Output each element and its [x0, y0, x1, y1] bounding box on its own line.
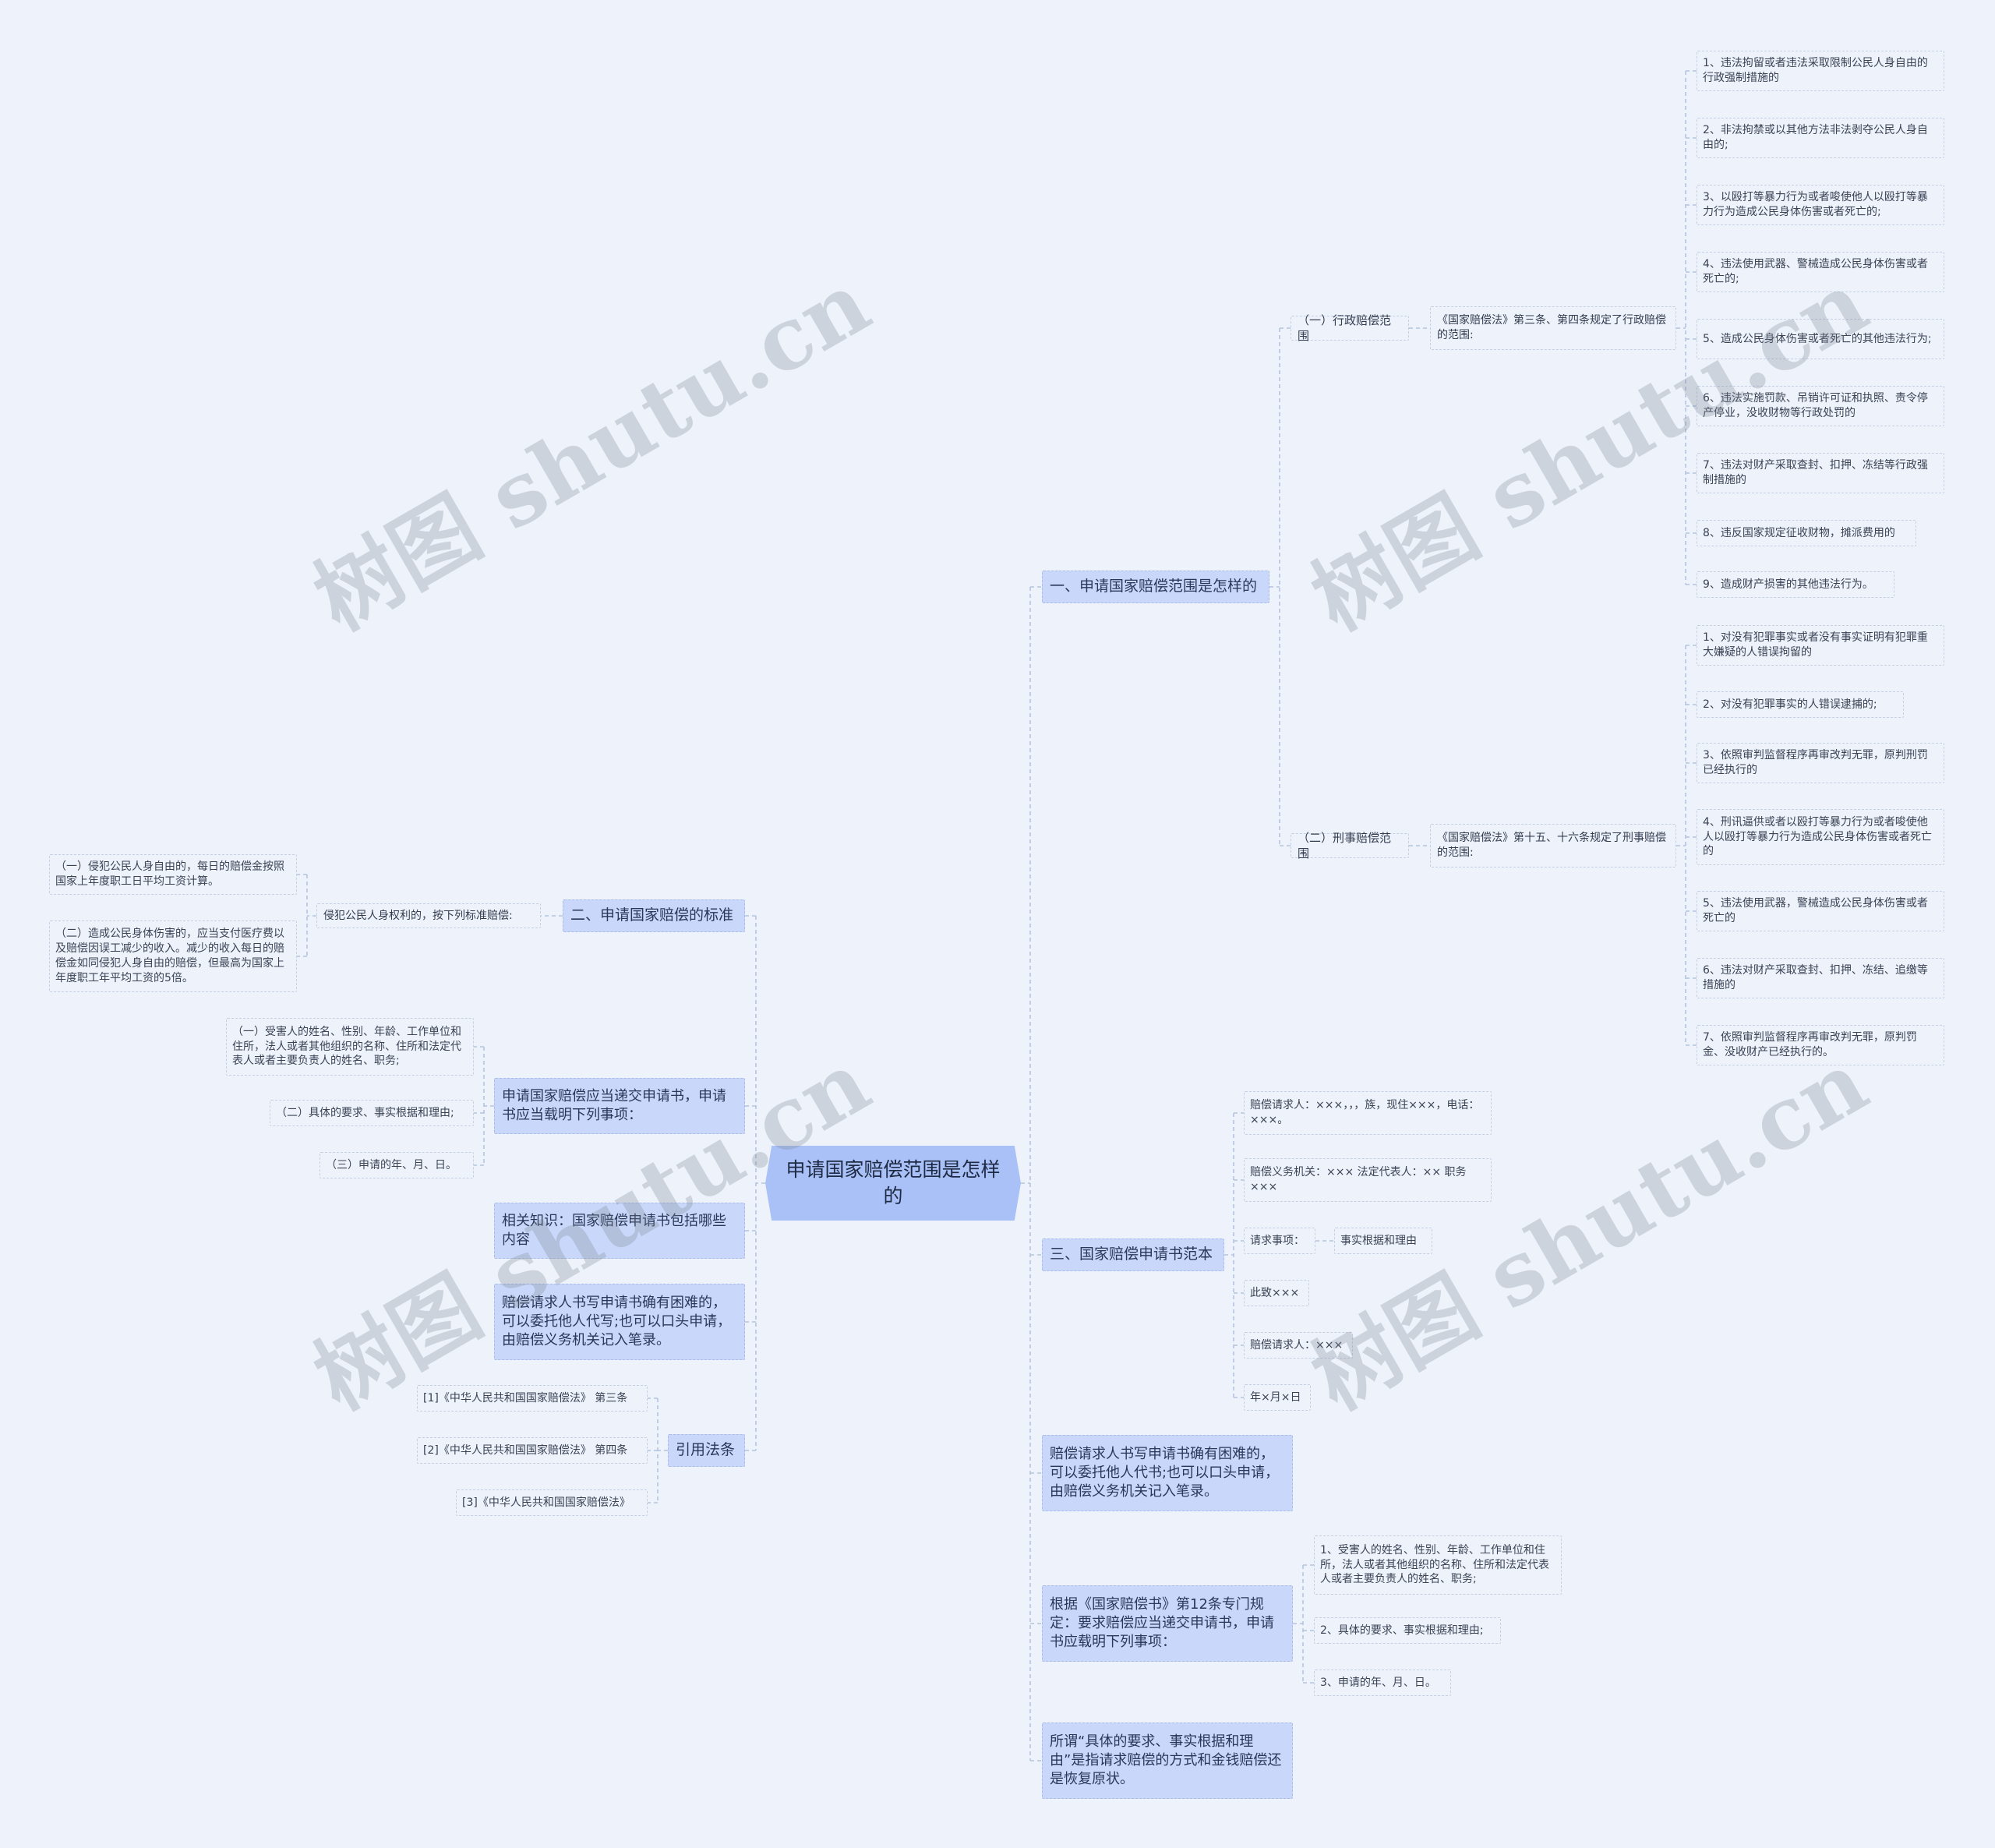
node-standard[interactable]: 二、申请国家赔偿的标准	[563, 899, 745, 932]
application-item[interactable]: （三）申请的年、月、日。	[320, 1152, 474, 1178]
template-item[interactable]: 赔偿请求人：×××	[1244, 1332, 1353, 1359]
criminal-item[interactable]: 2、对没有犯罪事实的人错误逮捕的;	[1697, 691, 1904, 718]
admin-item[interactable]: 8、违反国家规定征收财物，摊派费用的	[1697, 520, 1916, 546]
node-note-write-left[interactable]: 赔偿请求人书写申请书确有困难的，可以委托他人代写;也可以口头申请，由赔偿义务机关…	[494, 1284, 745, 1360]
criminal-item[interactable]: 5、违法使用武器，警械造成公民身体伤害或者死亡的	[1697, 891, 1944, 931]
citation-item[interactable]: [3]《中华人民共和国国家赔偿法》	[456, 1489, 648, 1516]
template-item[interactable]: 年×月×日	[1244, 1384, 1311, 1411]
node-admin-scope[interactable]: （一）行政赔偿范围	[1291, 313, 1409, 343]
criminal-item[interactable]: 7、依照审判监督程序再审改判无罪，原判罚金、没收财产已经执行的。	[1697, 1025, 1944, 1065]
template-item[interactable]: 此致×××	[1244, 1280, 1309, 1306]
admin-item[interactable]: 4、违法使用武器、警械造成公民身体伤害或者死亡的;	[1697, 252, 1944, 292]
admin-item[interactable]: 3、以殴打等暴力行为或者唆使他人以殴打等暴力行为造成公民身体伤害或者死亡的;	[1697, 185, 1944, 225]
node-criminal-scope[interactable]: （二）刑事赔偿范围	[1291, 831, 1409, 860]
template-item[interactable]: 赔偿义务机关：××× 法定代表人：×× 职务×××	[1244, 1158, 1492, 1202]
node-criminal-intro[interactable]: 《国家赔偿法》第十五、十六条规定了刑事赔偿的范围:	[1430, 824, 1676, 867]
standard-item[interactable]: （一）侵犯公民人身自由的，每日的赔偿金按照国家上年度职工日平均工资计算。	[49, 854, 297, 895]
article12-item[interactable]: 3、申请的年、月、日。	[1314, 1670, 1451, 1696]
criminal-item[interactable]: 1、对没有犯罪事实或者没有事实证明有犯罪重大嫌疑的人错误拘留的	[1697, 625, 1944, 666]
template-item[interactable]: 请求事项：	[1244, 1228, 1315, 1254]
admin-item[interactable]: 2、非法拘禁或以其他方法非法剥夺公民人身自由的;	[1697, 118, 1944, 158]
admin-item[interactable]: 1、违法拘留或者违法采取限制公民人身自由的行政强制措施的	[1697, 51, 1944, 91]
root-node[interactable]: 申请国家赔偿范围是怎样的	[765, 1146, 1021, 1221]
citation-item[interactable]: [2]《中华人民共和国国家赔偿法》 第四条	[417, 1437, 648, 1464]
article12-item[interactable]: 1、受害人的姓名、性别、年龄、工作单位和住所，法人或者其他组织的名称、住所和法定…	[1314, 1535, 1562, 1595]
node-template[interactable]: 三、国家赔偿申请书范本	[1042, 1238, 1224, 1271]
standard-item[interactable]: （二）造成公民身体伤害的，应当支付医疗费以及赔偿因误工减少的收入。减少的收入每日…	[49, 920, 297, 992]
template-request-child[interactable]: 事实根据和理由	[1334, 1228, 1432, 1254]
node-related[interactable]: 相关知识：国家赔偿申请书包括哪些内容	[494, 1203, 745, 1259]
criminal-item[interactable]: 6、违法对财产采取查封、扣押、冻结、追缴等措施的	[1697, 958, 1944, 998]
application-item[interactable]: （二）具体的要求、事实根据和理由;	[270, 1100, 474, 1126]
node-note-write-right[interactable]: 赔偿请求人书写申请书确有困难的，可以委托他人代书;也可以口头申请，由赔偿义务机关…	[1042, 1435, 1293, 1511]
node-note-meaning[interactable]: 所谓“具体的要求、事实根据和理由”是指请求赔偿的方式和金钱赔偿还是恢复原状。	[1042, 1723, 1293, 1799]
application-item[interactable]: （一）受害人的姓名、性别、年龄、工作单位和住所，法人或者其他组织的名称、住所和法…	[226, 1018, 474, 1076]
node-application[interactable]: 申请国家赔偿应当递交申请书，申请书应当载明下列事项：	[494, 1078, 745, 1134]
article12-item[interactable]: 2、具体的要求、事实根据和理由;	[1314, 1617, 1501, 1644]
node-scope[interactable]: 一、申请国家赔偿范围是怎样的	[1042, 571, 1269, 603]
node-admin-intro[interactable]: 《国家赔偿法》第三条、第四条规定了行政赔偿的范围:	[1430, 306, 1676, 350]
admin-item[interactable]: 6、违法实施罚款、吊销许可证和执照、责令停产停业，没收财物等行政处罚的	[1697, 386, 1944, 426]
admin-item[interactable]: 7、违法对财产采取查封、扣押、冻结等行政强制措施的	[1697, 453, 1944, 493]
admin-item[interactable]: 9、造成财产损害的其他违法行为。	[1697, 571, 1894, 598]
node-citations[interactable]: 引用法条	[668, 1434, 745, 1467]
node-article12[interactable]: 根据《国家赔偿书》第12条专门规定：要求赔偿应当递交申请书，申请书应载明下列事项…	[1042, 1585, 1293, 1662]
node-standard-intro[interactable]: 侵犯公民人身权利的，按下列标准赔偿:	[316, 903, 541, 928]
citation-item[interactable]: [1]《中华人民共和国国家赔偿法》 第三条	[417, 1385, 648, 1412]
admin-item[interactable]: 5、造成公民身体伤害或者死亡的其他违法行为;	[1697, 319, 1944, 359]
template-item[interactable]: 赔偿请求人：×××，，，族，现住×××，电话：×××。	[1244, 1091, 1492, 1135]
criminal-item[interactable]: 3、依照审判监督程序再审改判无罪，原判刑罚已经执行的	[1697, 743, 1944, 783]
criminal-item[interactable]: 4、刑讯逼供或者以殴打等暴力行为或者唆使他人以殴打等暴力行为造成公民身体伤害或者…	[1697, 809, 1944, 865]
